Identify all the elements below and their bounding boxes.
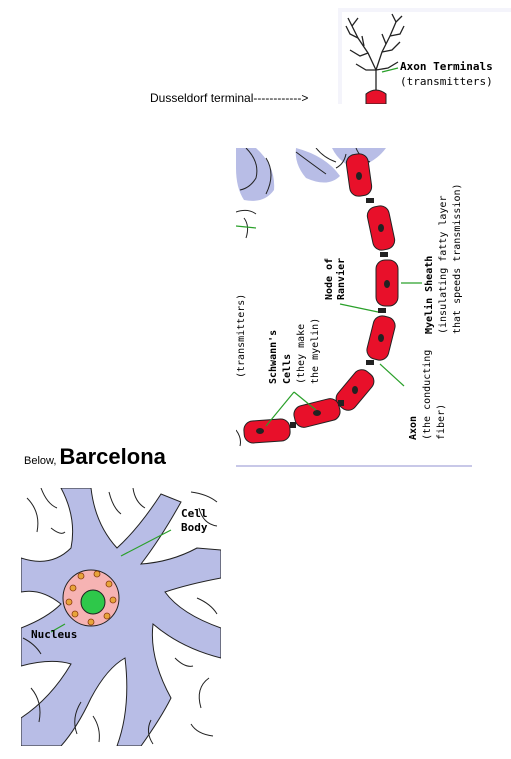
axon-terminals-figure: Axon Terminals (transmitters) [338,8,511,104]
label-axon-line2: (the conducting [422,350,433,440]
myelinated-axon-figure: Node of Ranvier Myelin Sheath (insulatin… [236,148,472,468]
label-axon-line1: Axon [408,416,419,440]
label-axon-terminals: Axon Terminals [400,60,493,73]
label-schwann-line4: the myelin) [310,318,321,384]
label-axon-line3: fiber) [436,404,447,440]
label-transmitters: (transmitters) [400,75,493,88]
below-heading: Below, Barcelona [24,444,166,470]
label-schwann-line1: Schwann's [268,330,279,384]
label-myelin-line3: that speeds transmission) [452,183,463,334]
label-cell-line2: Body [181,521,208,534]
label-node-line2: Ranvier [335,258,347,300]
below-prefix: Below, [24,455,57,467]
label-myelin-line1: Myelin Sheath [423,256,435,334]
dusseldorf-caption: Dusseldorf terminal------------> [150,91,309,105]
label-transmitters-clipped: (transmitters) [236,294,247,378]
label-node-line1: Node of [324,258,335,300]
label-cell-line1: Cell [181,507,208,520]
label-schwann-line2: Cells [282,354,293,384]
cell-body-figure: Cell Body Nucleus [21,488,221,746]
label-myelin-line2: (insulating fatty layer [438,196,449,334]
label-schwann-line3: (they make [296,324,307,384]
label-nucleus: Nucleus [31,628,77,641]
below-name: Barcelona [59,444,166,469]
